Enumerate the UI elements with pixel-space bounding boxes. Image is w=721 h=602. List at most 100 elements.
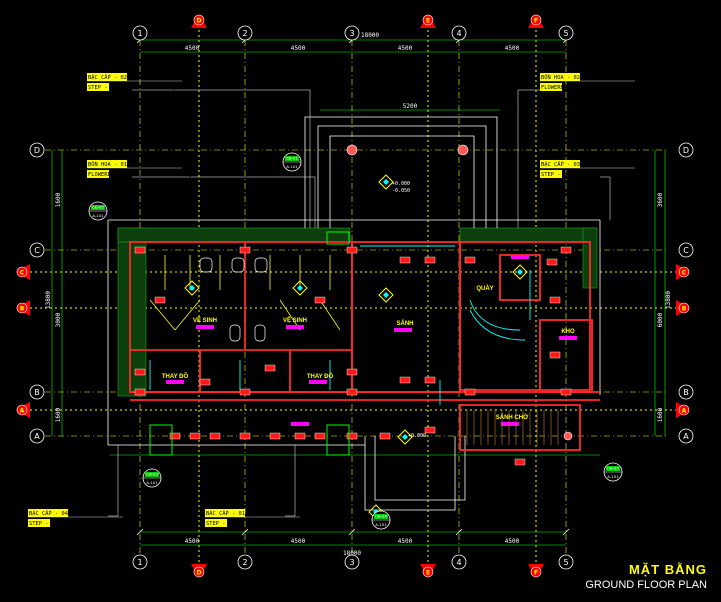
column: [560, 388, 572, 396]
overall-top-dim: 18000: [361, 32, 379, 39]
grid-bubble-row: C: [678, 242, 694, 258]
level-text: -0.050: [392, 188, 410, 194]
drawing-title-block: MẶT BẰNG GROUND FLOOR PLAN: [585, 562, 707, 591]
section-marker-label: E: [426, 570, 430, 577]
section-marker: C: [676, 264, 690, 280]
column: [464, 388, 476, 396]
section-marker-label: B: [682, 306, 687, 313]
view-tag-top: CĐ-03: [146, 472, 158, 477]
column: [294, 432, 306, 440]
grid-bubble-row: A: [29, 428, 45, 444]
grid-bubble-row: D: [29, 142, 45, 158]
entry-outlines: [149, 231, 350, 456]
column: [399, 256, 411, 264]
grid-bubble-label: 3: [349, 29, 354, 38]
grid-bubble-label: D: [34, 146, 40, 155]
grid-bubble-label: C: [34, 246, 40, 255]
view-tag: CĐ-01A-101: [282, 152, 302, 172]
section-marker: A: [16, 402, 30, 418]
stair-treads: [466, 410, 559, 445]
callout: BỒN HOA - 01 Xem chi tiết A-501FLOWERBED…: [87, 160, 316, 228]
grid-bubble-row: C: [29, 242, 45, 258]
column: [154, 296, 166, 304]
callout-line1: BẬC CẤP - 02 Xem chi tiết A-401: [88, 74, 189, 81]
grid-bubble-label: D: [683, 146, 689, 155]
grid-bubble-col: 5: [558, 25, 574, 41]
view-tag-bottom: A-101: [607, 474, 619, 479]
section-marker: F: [528, 564, 544, 578]
grid-bubble-col: 4: [451, 25, 467, 41]
column: [264, 364, 276, 372]
section-marker: A: [676, 402, 690, 418]
room-labels: VỆ SINH VỆ SINH THAY ĐỒ THAY ĐỒ SẢNH KHO…: [162, 285, 575, 421]
downpipes: [346, 144, 573, 441]
column: [514, 458, 526, 466]
right-total-dim: 13800: [665, 291, 672, 309]
column: [549, 351, 561, 359]
right-part-dim: 1600: [657, 407, 664, 422]
room-label-lobby: SẢNH CHỜ: [496, 413, 529, 421]
view-tag-top: CĐ-04: [375, 514, 387, 519]
left-part-dim: 1600: [55, 192, 62, 207]
grid-bubble-label: B: [34, 388, 40, 397]
grid-bubble-label: 4: [456, 29, 461, 38]
column: [346, 368, 358, 376]
column: [239, 432, 251, 440]
column: [346, 388, 358, 396]
overall-bottom-dim: 18000: [343, 550, 361, 557]
grid-bubble-row: D: [678, 142, 694, 158]
grid-bubble-label: A: [683, 432, 689, 441]
toilet-partitions: [149, 255, 341, 331]
walls: [129, 241, 600, 451]
view-tag-bottom: A-101: [146, 480, 158, 485]
view-tag: CĐ-03A-101: [142, 468, 162, 488]
callout-line2: STEP - 02 Ref. to A-401 dwgs.: [88, 85, 182, 91]
section-marker: C: [16, 264, 30, 280]
view-tag-top: CĐ-05: [607, 466, 619, 471]
bay-top-dim: 4500: [185, 45, 200, 52]
section-marker: B: [676, 300, 690, 316]
grid-bubble-label: 1: [137, 29, 142, 38]
room-tag-bar: [309, 380, 327, 384]
grid-bubble-row: B: [678, 384, 694, 400]
view-tag-top: CĐ-02: [92, 205, 104, 210]
section-marker: F: [528, 14, 544, 28]
section-marker-label: E: [426, 18, 430, 25]
section-marker-label: F: [534, 18, 538, 25]
view-tag-bottom: A-101: [92, 213, 104, 218]
grid-bubble-col: 1: [132, 25, 148, 41]
column: [134, 388, 146, 396]
room-tag-bar: [511, 255, 529, 259]
callout: BỒN HOA - 02 Xem chi tiết A-501FLOWERBED…: [517, 73, 651, 228]
room-tag-bar: [394, 328, 412, 332]
level-marker: [292, 280, 308, 296]
callout-line1: BỒN HOA - 02 Xem chi tiết A-501: [541, 74, 642, 81]
view-tag-bottom: A-101: [375, 522, 387, 527]
view-tag-bottom: A-101: [286, 164, 298, 169]
callout-line2: STEP - 04 Ref. to A-404 dwgs.: [29, 521, 123, 527]
room-tag-bar: [196, 325, 214, 329]
callout-line2: FLOWERBED - 01 Ref. to A-501 dwgs.: [88, 172, 198, 178]
column: [560, 246, 572, 254]
level-marker: [378, 174, 394, 190]
column: [239, 246, 251, 254]
structural-columns: [134, 246, 572, 466]
bay-top-dim: 4500: [505, 45, 520, 52]
room-tag-bar: [291, 422, 309, 426]
level-marker: [378, 287, 394, 303]
section-marker-label: D: [197, 570, 202, 577]
level-marker: [184, 280, 200, 296]
drawing-title-en: GROUND FLOOR PLAN: [585, 579, 707, 591]
bay-top-dim: 4500: [291, 45, 306, 52]
column: [424, 426, 436, 434]
room-tag-bar: [286, 325, 304, 329]
column: [189, 432, 201, 440]
bay-top-dim: 4500: [398, 45, 413, 52]
bay-bottom-dim: 4500: [398, 538, 413, 545]
grid-bubble-row: B: [29, 384, 45, 400]
section-marker-label: C: [20, 270, 25, 277]
